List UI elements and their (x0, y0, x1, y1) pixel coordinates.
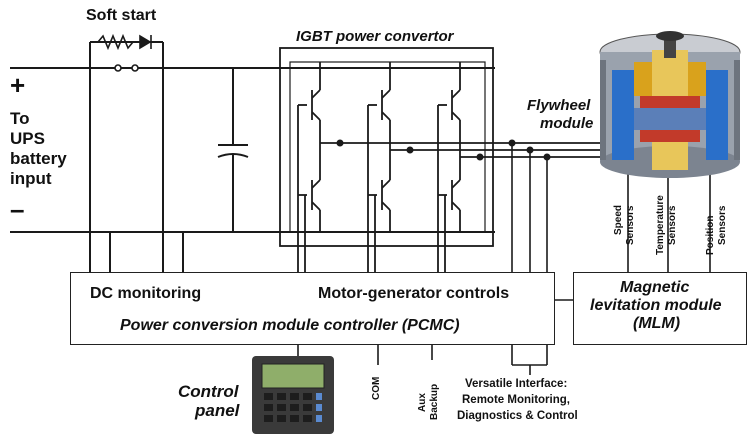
panel-label: panel (195, 401, 240, 420)
junction-dots (336, 139, 551, 161)
com-label: COM (371, 376, 382, 400)
pcmc-box (70, 272, 555, 345)
dc-bus-wires (10, 41, 495, 272)
plus-sign: + (10, 70, 26, 100)
motor-generator-controls-label: Motor-generator controls (318, 285, 510, 302)
dc-monitoring-label: DC monitoring (90, 285, 202, 302)
mlm-line1: Magnetic (620, 279, 690, 296)
vi-line3: Diagnostics & Control (457, 410, 578, 422)
igbt-inner-rail (289, 61, 486, 233)
position-sensors-label: Sensors (717, 205, 728, 245)
mlm-box (573, 272, 747, 345)
flywheel-module-image (599, 31, 741, 178)
flywheel-label: Flywheel (527, 97, 591, 114)
to-label: To (10, 109, 30, 128)
igbt-label: IGBT power convertor (296, 28, 454, 45)
position-label: Position (705, 215, 716, 255)
soft-start-components (97, 33, 152, 72)
ups-label: UPS (10, 129, 45, 148)
minus-sign: – (10, 194, 25, 224)
interface-lines (297, 143, 711, 375)
mlm-line2: levitation module (590, 297, 722, 314)
vi-line2: Remote Monitoring, (462, 394, 570, 406)
temperature-sensors-label: Sensors (667, 205, 678, 245)
igbt-transistors (297, 62, 610, 272)
soft-start-label: Soft start (86, 7, 157, 24)
input-label: input (10, 169, 52, 188)
battery-label: battery (10, 149, 67, 168)
aux-label: Aux (417, 393, 428, 412)
speed-sensors-label: Sensors (625, 205, 636, 245)
vi-line1: Versatile Interface: (465, 378, 568, 390)
mlm-line3: (MLM) (633, 315, 681, 332)
module-label: module (540, 115, 594, 132)
temperature-label: Temperature (655, 195, 666, 255)
control-label: Control (178, 382, 239, 401)
pcmc-label: Power conversion module controller (PCMC… (120, 317, 460, 334)
control-panel-image (252, 356, 334, 434)
backup-label: Backup (429, 383, 440, 420)
igbt-box (279, 47, 494, 247)
speed-label: Speed (613, 204, 624, 235)
